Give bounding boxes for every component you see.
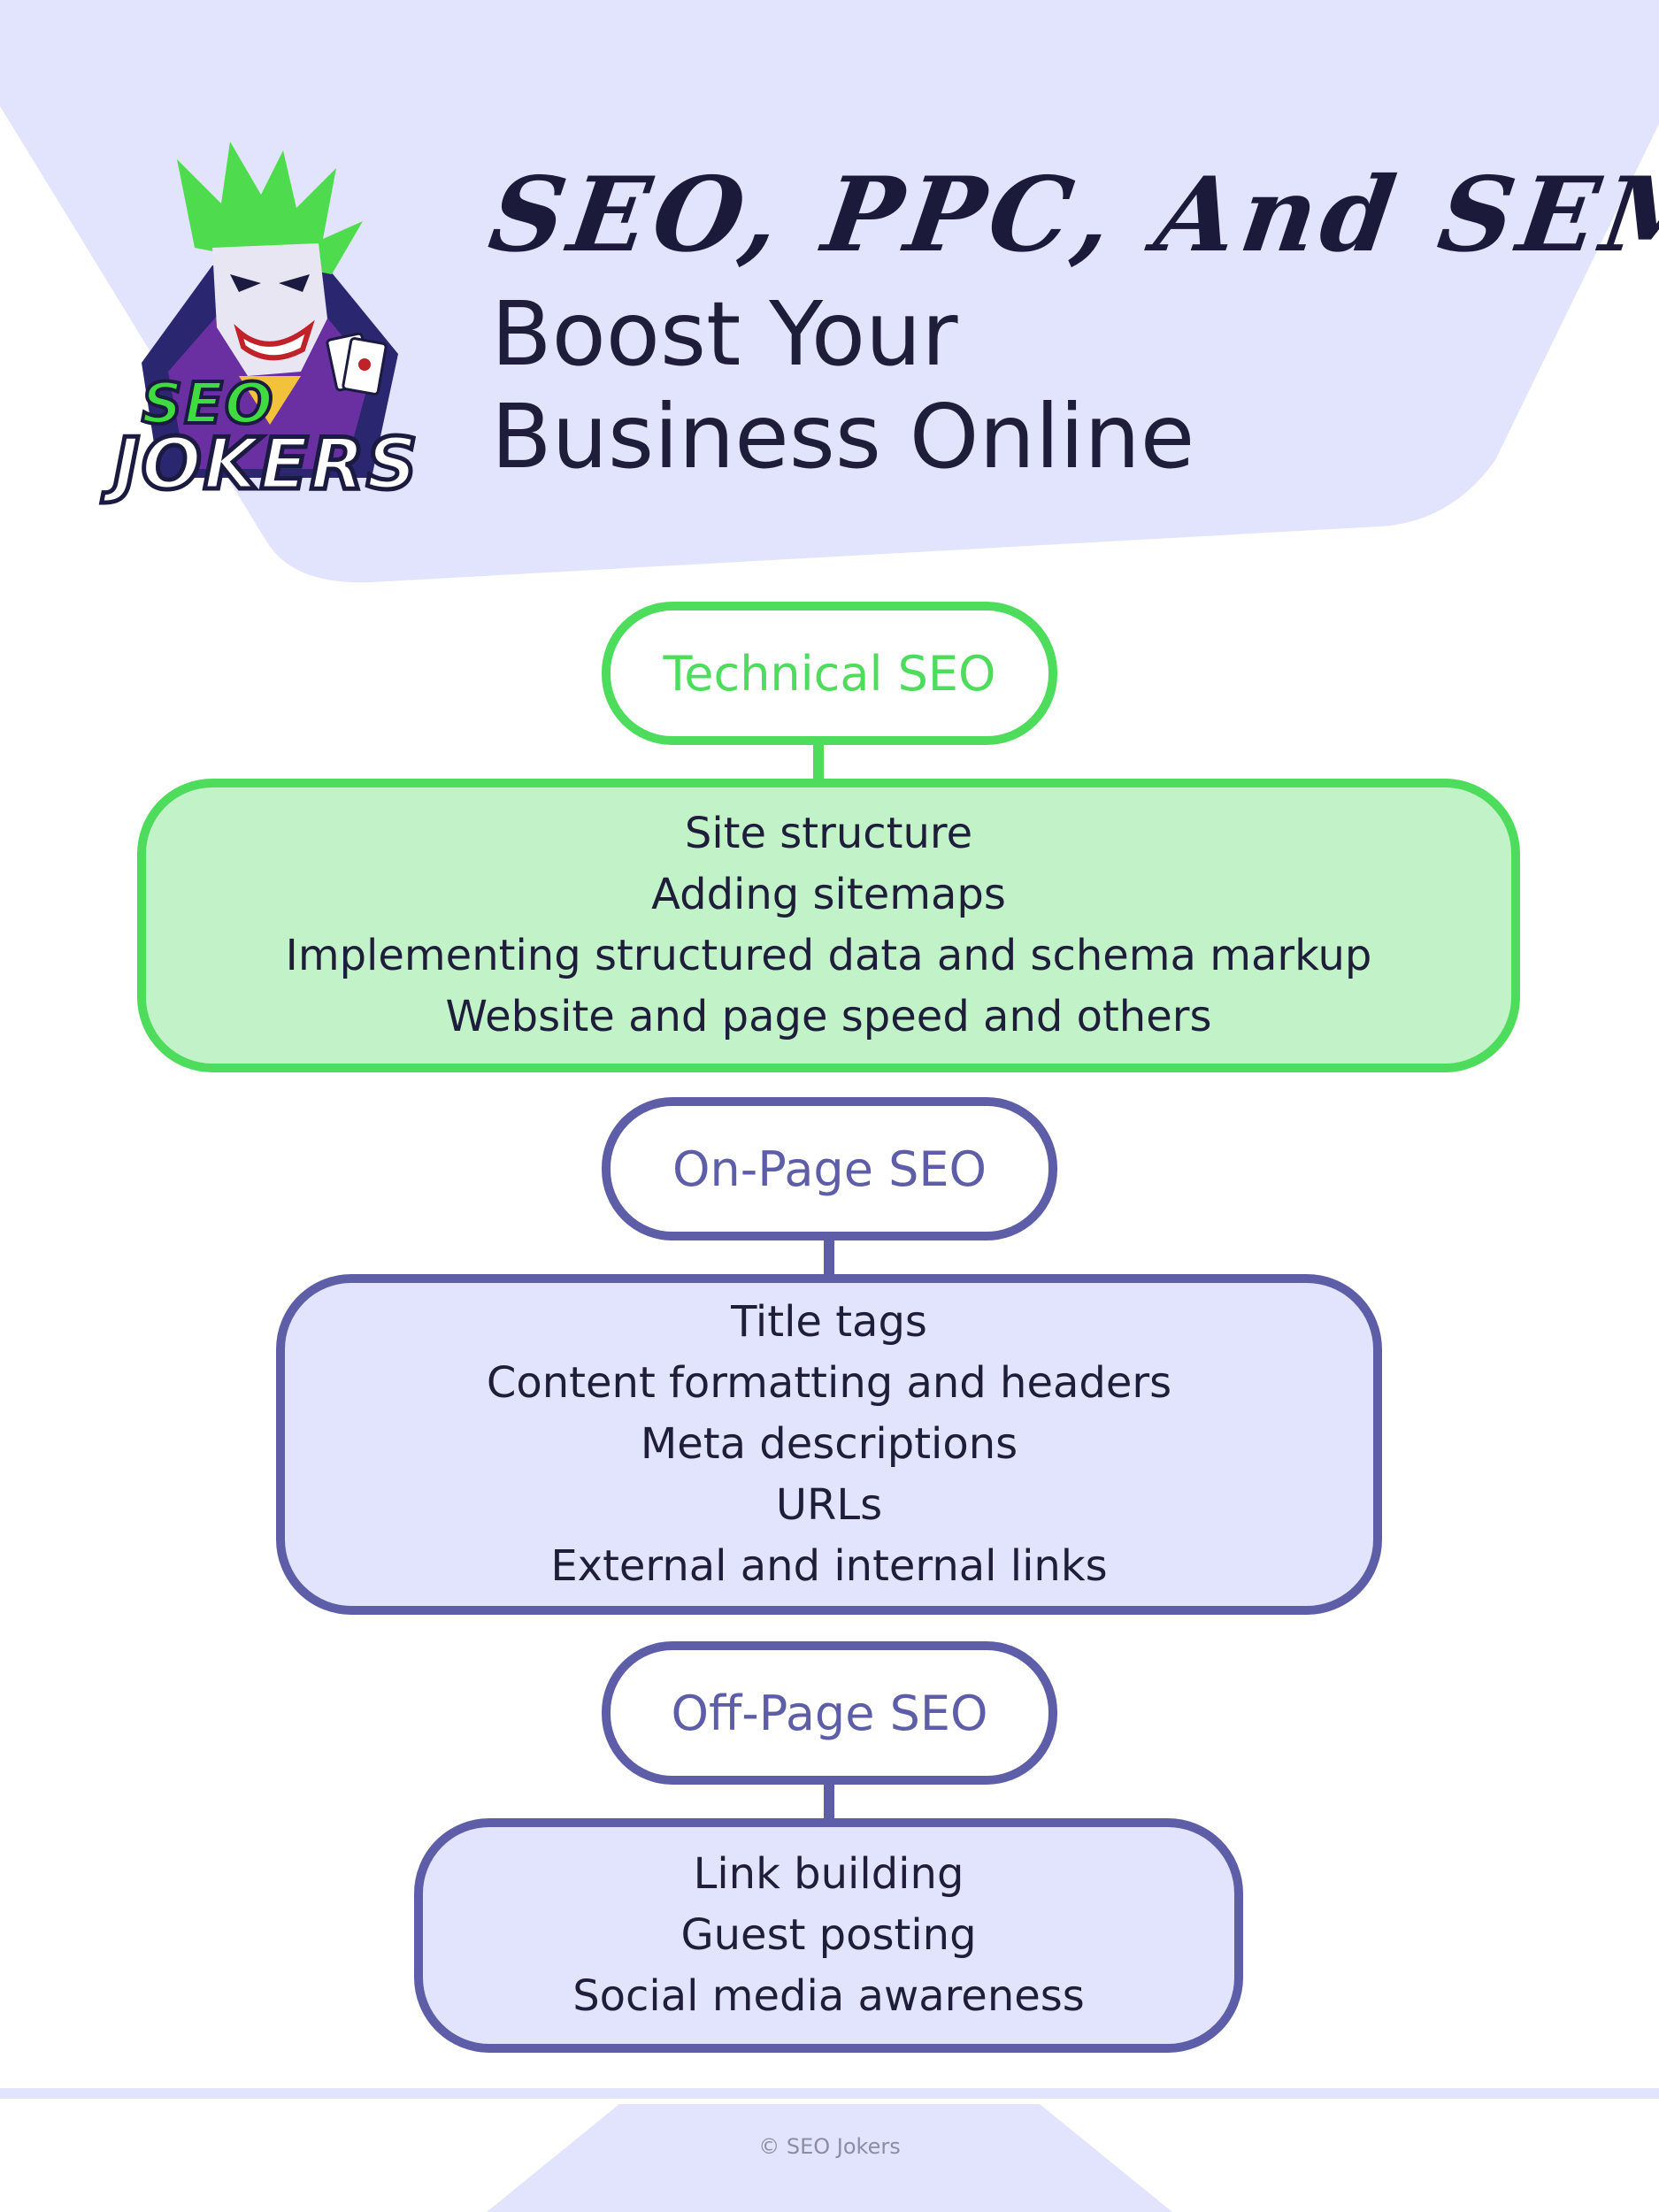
list-item: Guest posting: [680, 1910, 977, 1960]
list-item: Site structure: [684, 809, 973, 858]
joker-mascot-icon: [142, 142, 398, 478]
list-item: Implementing structured data and schema …: [285, 931, 1372, 980]
technical-seo-label: Technical SEO: [602, 602, 1057, 745]
logo-text-seo: SEO: [140, 370, 275, 439]
list-item: Social media awareness: [572, 1971, 1085, 2021]
on-page-seo-connector: [824, 1240, 834, 1276]
technical-seo-connector: [813, 745, 824, 780]
on-page-seo-box: Title tags Content formatting and header…: [276, 1274, 1382, 1615]
list-item: External and internal links: [550, 1541, 1108, 1591]
copyright-text: © SEO Jokers: [758, 2134, 901, 2159]
list-item: URLs: [775, 1480, 883, 1530]
off-page-seo-connector: [824, 1785, 834, 1820]
off-page-seo-label: Off-Page SEO: [602, 1641, 1057, 1785]
list-item: Link building: [693, 1849, 964, 1899]
page-subtitle: Boost Your Business Online: [491, 283, 1194, 488]
list-item: Content formatting and headers: [486, 1358, 1172, 1408]
list-item: Title tags: [731, 1297, 927, 1347]
list-item: Meta descriptions: [640, 1419, 1018, 1469]
off-page-seo-box: Link building Guest posting Social media…: [414, 1818, 1243, 2053]
subtitle-line-2: Business Online: [491, 385, 1195, 488]
technical-seo-box: Site structure Adding sitemaps Implement…: [137, 779, 1520, 1072]
page-title: SEO, PPC, And SEM:: [482, 155, 1659, 275]
list-item: Adding sitemaps: [651, 870, 1006, 919]
on-page-seo-label: On-Page SEO: [602, 1097, 1057, 1240]
list-item: Website and page speed and others: [445, 992, 1212, 1041]
subtitle-line-1: Boost Your: [491, 282, 958, 386]
logo-text-jokers: JOKERS: [111, 421, 420, 508]
seo-jokers-logo: [106, 142, 425, 513]
